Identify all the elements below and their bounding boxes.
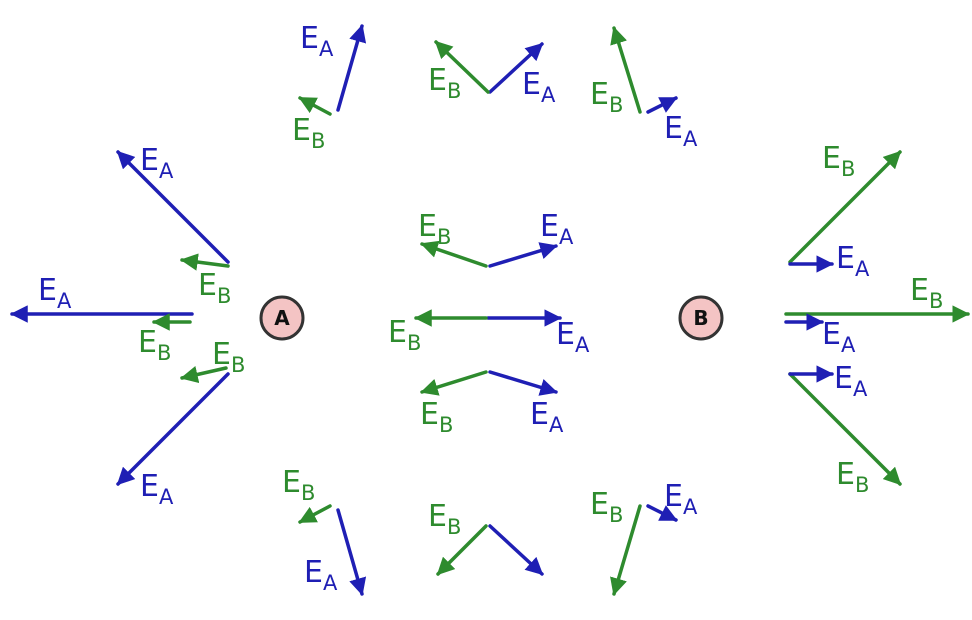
arrow-ea-left-lower xyxy=(116,372,230,486)
arrow-eb-right-upper xyxy=(788,150,902,264)
label-eb-bottom-center: EB xyxy=(428,499,461,539)
charge-a-label: A xyxy=(274,306,290,330)
label-ea-bottom-right: EA xyxy=(664,479,698,519)
label-ea-left-lower: EA xyxy=(140,469,174,509)
arrow-eb-left-upper xyxy=(180,253,230,271)
label-eb-right-lower: EB xyxy=(836,457,869,497)
label-eb-mid-center: EB xyxy=(388,315,421,355)
arrow-ea-top-center xyxy=(488,42,544,94)
label-eb-right-upper: EB xyxy=(822,141,855,181)
arrow-eb-bottom-left xyxy=(298,504,332,524)
charge-b: B xyxy=(678,295,724,341)
label-ea-left-middle: EA xyxy=(38,273,72,313)
label-ea-mid-lower: EA xyxy=(530,397,564,437)
label-eb-left-middle: EB xyxy=(138,325,171,365)
charge-b-circle xyxy=(678,295,724,341)
arrow-eb-right-lower xyxy=(788,372,902,486)
label-eb-top-right: EB xyxy=(590,77,623,117)
arrow-eb-top-center xyxy=(434,40,490,94)
arrow-ea-bottom-left xyxy=(336,508,367,596)
label-eb-mid-lower: EB xyxy=(420,397,453,437)
label-ea-right-lower: EA xyxy=(834,361,868,401)
label-ea-top-right: EA xyxy=(664,111,698,151)
arrow-eb-bottom-right xyxy=(610,504,642,596)
arrow-eb-top-right xyxy=(610,26,642,114)
arrow-ea-mid-upper xyxy=(488,242,558,268)
label-ea-bottom-left: EA xyxy=(304,555,338,595)
arrow-ea-bottom-right xyxy=(646,504,678,522)
label-ea-left-upper: EA xyxy=(140,143,174,183)
label-eb-right-middle: EB xyxy=(910,273,943,313)
arrow-eb-mid-lower xyxy=(420,370,488,396)
arrow-eb-mid-upper xyxy=(420,240,488,268)
charge-b-label: B xyxy=(693,306,708,330)
label-ea-mid-center: EA xyxy=(556,317,590,357)
label-ea-mid-upper: EA xyxy=(540,209,574,249)
arrow-eb-top-left xyxy=(298,96,332,116)
arrow-ea-top-left xyxy=(336,24,367,112)
label-eb-left-lower: EB xyxy=(212,337,245,377)
label-ea-top-center: EA xyxy=(522,67,556,107)
label-ea-right-upper: EA xyxy=(836,241,870,281)
label-eb-top-left: EB xyxy=(292,113,325,153)
label-eb-mid-upper: EB xyxy=(418,209,451,249)
label-eb-bottom-right: EB xyxy=(590,487,623,527)
label-eb-left-upper: EB xyxy=(198,268,231,308)
label-eb-top-center: EB xyxy=(428,63,461,103)
arrow-eb-bottom-center xyxy=(436,524,488,576)
label-eb-bottom-left: EB xyxy=(282,465,315,505)
label-ea-right-middle: EA xyxy=(822,317,856,357)
charge-a-circle xyxy=(259,295,305,341)
arrow-eb-left-lower xyxy=(180,365,228,384)
charge-a: A xyxy=(259,295,305,341)
label-ea-top-left: EA xyxy=(300,21,334,61)
arrow-ea-mid-lower xyxy=(488,370,558,396)
arrow-ea-bottom-center xyxy=(488,524,544,576)
arrow-ea-top-right xyxy=(646,96,678,114)
arrow-ea-left-upper xyxy=(116,150,230,264)
